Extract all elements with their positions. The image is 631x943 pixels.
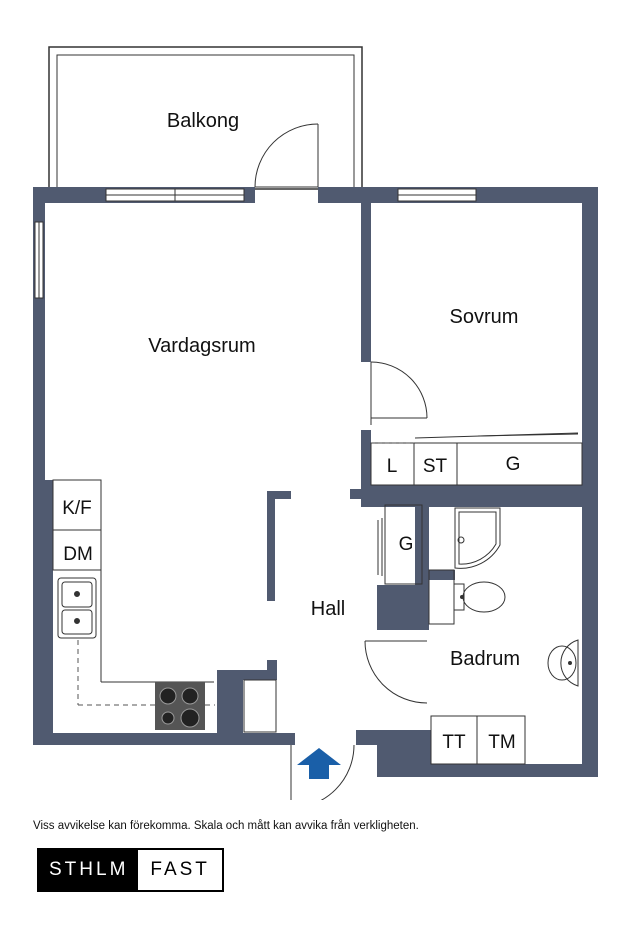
toilet bbox=[428, 569, 506, 625]
room-label-bathroom: Badrum bbox=[450, 648, 520, 670]
label-dishwasher: DM bbox=[63, 544, 93, 565]
entrance-arrow-icon bbox=[297, 748, 341, 779]
stove bbox=[155, 682, 205, 730]
label-hall-wardrobe: G bbox=[399, 534, 414, 555]
hall-wardrobe bbox=[377, 504, 423, 585]
sink bbox=[547, 639, 579, 687]
label-dryer: TT bbox=[442, 732, 466, 753]
room-label-bedroom: Sovrum bbox=[450, 306, 519, 328]
logo-dark-part: STHLM bbox=[39, 850, 139, 890]
room-label-hall: Hall bbox=[311, 598, 345, 620]
shower bbox=[454, 507, 501, 569]
bedroom-storage bbox=[370, 432, 583, 486]
wall-stub bbox=[267, 491, 291, 601]
entrance-door bbox=[290, 744, 355, 800]
logo-light-part: FAST bbox=[138, 850, 222, 890]
entrance-closet bbox=[243, 679, 277, 733]
bedroom-door bbox=[370, 361, 428, 425]
label-washer: TM bbox=[488, 732, 515, 753]
windows bbox=[34, 188, 477, 299]
disclaimer-text: Viss avvikelse kan förekomma. Skala och … bbox=[33, 820, 419, 832]
bathroom-door bbox=[364, 640, 428, 704]
sthlm-fast-logo: STHLM FAST bbox=[37, 848, 224, 892]
balcony-door bbox=[254, 123, 319, 188]
room-label-living-room: Vardagsrum bbox=[148, 335, 255, 357]
laundry bbox=[430, 715, 526, 765]
room-label-balcony: Balkong bbox=[167, 110, 239, 132]
label-bedroom-wardrobe: G bbox=[506, 454, 521, 475]
walls bbox=[33, 187, 598, 777]
label-fridge-freezer: K/F bbox=[62, 498, 92, 519]
label-linen: L bbox=[387, 456, 398, 477]
floor-plan: Balkong Vardagsrum Sovrum Hall Badrum K/… bbox=[33, 46, 598, 800]
label-storage: ST bbox=[423, 456, 448, 477]
